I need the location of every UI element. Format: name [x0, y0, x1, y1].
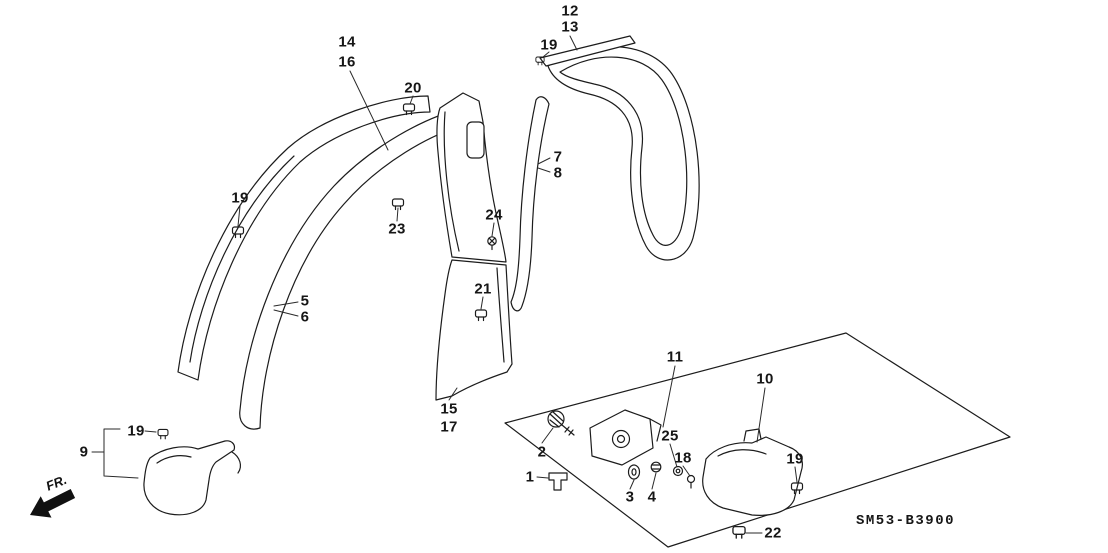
callout-9: 9 — [79, 443, 89, 461]
callout-12: 12 — [561, 2, 579, 20]
grommet-3-icon — [627, 464, 641, 480]
callout-3: 3 — [625, 488, 635, 506]
callout-19-c: 19 — [127, 422, 145, 440]
diagram-part-code: SM53-B3900 — [856, 513, 956, 529]
callout-22: 22 — [764, 524, 782, 542]
kick-panel-shape — [702, 428, 803, 516]
callout-1: 1 — [525, 468, 535, 486]
callout-19-a: 19 — [540, 36, 558, 54]
front-pillar-trim-shape — [239, 107, 469, 430]
clip-18-icon — [686, 474, 696, 489]
callout-25: 25 — [661, 427, 679, 445]
center-pillar-upper-garnish-shape — [436, 92, 507, 263]
callout-7: 7 — [553, 148, 563, 166]
center-pillar-lower-garnish-shape — [435, 259, 513, 401]
leader-lines — [91, 35, 798, 534]
a-pillar-garnish-shape — [177, 95, 431, 381]
knob-screw-shape — [547, 410, 575, 436]
callout-8: 8 — [553, 164, 563, 182]
callout-15: 15 — [440, 400, 458, 418]
callout-19-b: 19 — [231, 189, 249, 207]
washer-25-icon — [672, 465, 684, 477]
callout-18: 18 — [674, 449, 692, 467]
callout-24: 24 — [485, 206, 503, 224]
clip-19-bottom-left-icon — [157, 428, 169, 440]
callout-16: 16 — [338, 53, 356, 71]
callout-10: 10 — [756, 370, 774, 388]
clip-22-icon — [732, 525, 746, 539]
callout-5: 5 — [300, 292, 310, 310]
clip-plate-shape — [548, 472, 568, 491]
fr-arrow-icon — [30, 489, 76, 518]
callout-4: 4 — [647, 488, 657, 506]
grommet-4-icon — [650, 461, 662, 473]
callout-6: 6 — [300, 308, 310, 326]
door-opening-trim-shape — [510, 96, 550, 312]
callout-23: 23 — [388, 220, 406, 238]
callout-17: 17 — [440, 418, 458, 436]
callout-11: 11 — [666, 348, 684, 366]
bracket-assembly-shape — [589, 409, 662, 466]
door-opening-seal-loop-shape — [539, 35, 700, 261]
front-direction-label: FR. — [44, 472, 69, 494]
detail-box-outline — [504, 332, 1011, 548]
callout-19-d: 19 — [786, 450, 804, 468]
callout-21: 21 — [474, 280, 492, 298]
callout-13: 13 — [561, 18, 579, 36]
callout-2: 2 — [537, 443, 547, 461]
callout-20: 20 — [404, 79, 422, 97]
callout-14: 14 — [338, 33, 356, 51]
cowl-side-panel-shape — [143, 440, 242, 516]
